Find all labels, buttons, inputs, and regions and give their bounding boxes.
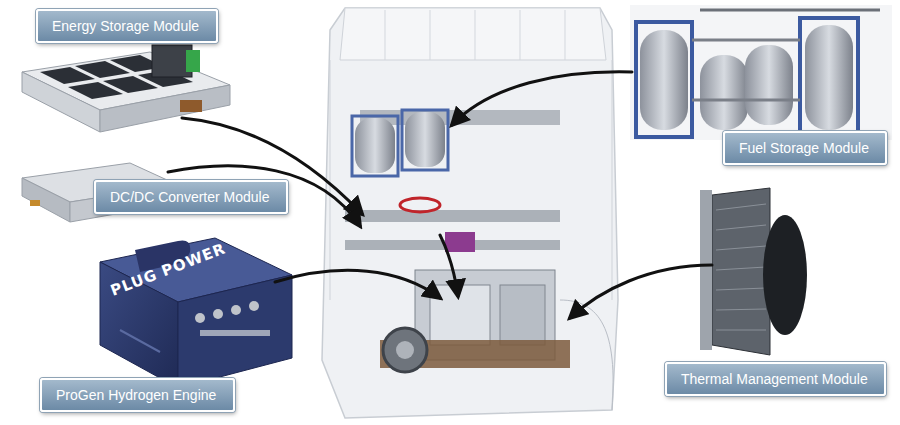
callout-text: DC/DC Converter Module (110, 189, 272, 205)
callout-box: Energy Storage Module (36, 9, 218, 43)
callout-text: Energy Storage Module (52, 18, 202, 34)
hydrogen-engine (100, 238, 292, 388)
callout-text: Fuel Storage Module (739, 140, 871, 156)
callout-box: DC/DC Converter Module (94, 180, 288, 214)
callout-text: ProGen Hydrogen Engine (56, 387, 219, 403)
callout-box: Thermal Management Module (665, 362, 886, 396)
fuel-tanks (630, 5, 892, 140)
bus-outline (322, 8, 618, 418)
radiator (700, 188, 807, 355)
callout-box: Fuel Storage Module (723, 131, 887, 165)
callout-text: Thermal Management Module (681, 371, 870, 387)
callout-box: ProGen Hydrogen Engine (40, 378, 235, 412)
